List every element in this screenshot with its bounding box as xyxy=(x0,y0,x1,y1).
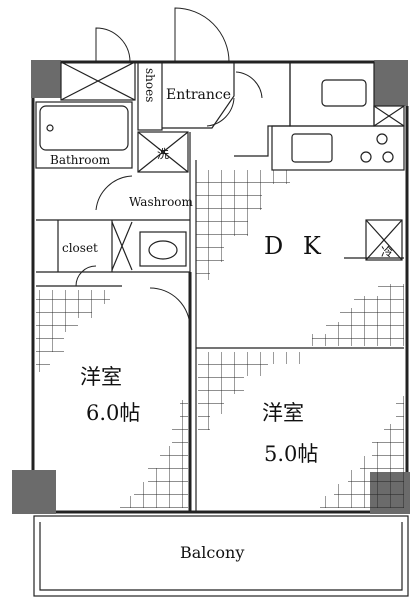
bathroom xyxy=(35,101,133,169)
washroom-label: Washroom xyxy=(129,195,194,209)
room2-name: 洋室 xyxy=(262,401,304,425)
balcony xyxy=(33,515,409,597)
room1-name: 洋室 xyxy=(80,365,122,389)
floor-grid-patches xyxy=(36,170,404,508)
entrance-label: Entrance xyxy=(166,87,231,103)
dk-label: D K xyxy=(264,232,327,260)
entrance-block xyxy=(60,61,405,157)
washroom xyxy=(36,131,191,273)
balcony-label: Balcony xyxy=(180,543,244,562)
room2-size: 5.0帖 xyxy=(264,442,318,466)
pillar-top-right xyxy=(374,60,408,106)
outer-walls xyxy=(31,60,409,514)
fridge-glyph: 冷 xyxy=(381,245,393,259)
shoes-label: shoes xyxy=(143,68,157,102)
kitchen-counter xyxy=(271,125,405,261)
closet-label: closet xyxy=(62,241,98,255)
room1-size: 6.0帖 xyxy=(86,401,140,425)
pillar-top-left xyxy=(31,60,61,98)
bathroom-label: Bathroom xyxy=(50,153,111,167)
bathtub xyxy=(39,105,129,151)
wash-basin xyxy=(148,240,178,260)
front-doors xyxy=(95,7,263,127)
pillar-bottom-left xyxy=(12,470,56,514)
washer-glyph: 洗 xyxy=(157,147,169,161)
